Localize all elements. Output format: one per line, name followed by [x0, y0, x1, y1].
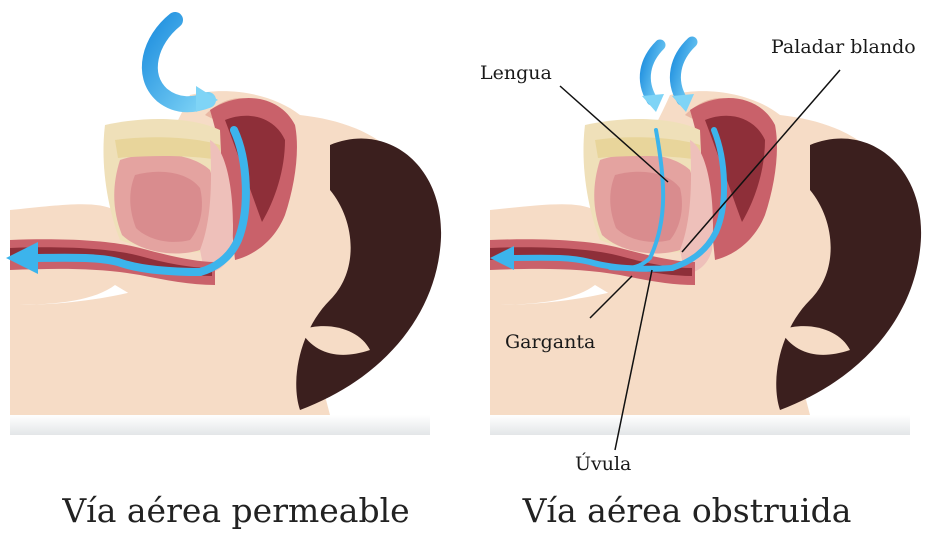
- label-soft-palate: Paladar blando: [771, 36, 916, 58]
- right-inflow-arrowhead-1: [642, 94, 664, 112]
- right-inflow-arrow-2: [675, 42, 692, 100]
- label-throat: Garganta: [505, 331, 595, 353]
- label-uvula: Úvula: [575, 452, 631, 475]
- right-head-illustration: [490, 91, 921, 435]
- right-panel: Lengua Paladar blando Garganta Úvula Vía…: [480, 36, 921, 530]
- caption-left: Vía aérea permeable: [61, 491, 409, 530]
- label-tongue: Lengua: [480, 62, 552, 84]
- left-panel: Vía aérea permeable: [10, 20, 441, 530]
- caption-right: Vía aérea obstruida: [522, 491, 852, 530]
- right-inflow-arrow-1: [645, 45, 660, 100]
